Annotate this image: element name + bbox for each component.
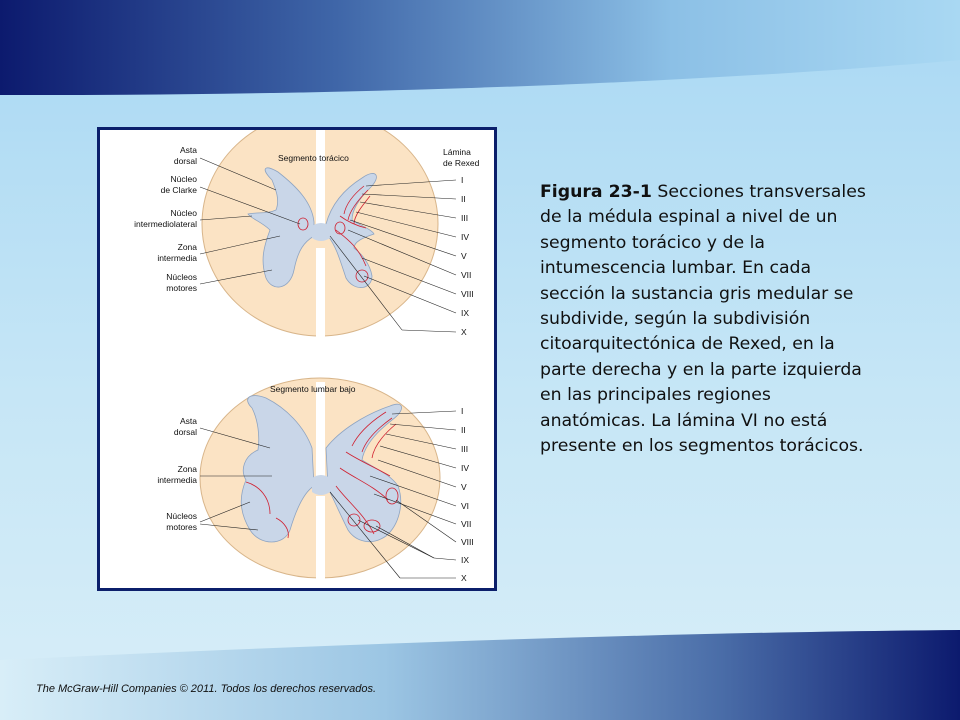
thoracic-label-clarke: Núcleo (171, 174, 198, 184)
thoracic-lamina-III: III (461, 213, 468, 223)
lumbar-lamina-II: II (461, 425, 466, 435)
lamina-header-line2: de Rexed (443, 158, 480, 168)
thoracic-lamina-VII: VII (461, 270, 471, 280)
thoracic-lamina-IV: IV (461, 232, 469, 242)
thoracic-label-intermediolateral-2: intermediolateral (134, 219, 197, 229)
lumbar-lamina-X: X (461, 573, 467, 583)
top-decorative-band (0, 0, 960, 96)
caption-text: Secciones transversales de la médula esp… (540, 182, 866, 457)
thoracic-lamina-X: X (461, 327, 467, 337)
thoracic-label-intermediolateral: Núcleo (171, 208, 198, 218)
thoracic-label-asta: Asta (180, 145, 197, 155)
thoracic-lamina-V: V (461, 251, 467, 261)
thoracic-label-zona: Zona (178, 242, 198, 252)
thoracic-lamina-VIII: VIII (461, 289, 474, 299)
thoracic-label-zona-2: intermedia (157, 253, 197, 263)
thoracic-lamina-IX: IX (461, 308, 469, 318)
thoracic-lamina-II: II (461, 194, 466, 204)
lumbar-label-motores: Núcleos (166, 511, 197, 521)
thoracic-label-clarke-2: de Clarke (161, 185, 198, 195)
thoracic-lamina-I: I (461, 175, 463, 185)
thoracic-section: Segmento torácico Lámina de Rexed Asta d… (134, 130, 480, 338)
lumbar-label-asta: Asta (180, 416, 197, 426)
thoracic-label-motores: Núcleos (166, 272, 197, 282)
lumbar-label-zona-2: intermedia (157, 475, 197, 485)
figure-caption: Figura 23-1 Secciones transversales de l… (540, 180, 875, 459)
lumbar-lamina-III: III (461, 444, 468, 454)
lumbar-lamina-V: V (461, 482, 467, 492)
lamina-header-line1: Lámina (443, 147, 471, 157)
bottom-decorative-band (0, 630, 960, 720)
lumbar-lamina-IX: IX (461, 555, 469, 565)
lumbar-section: Segmento lumbar bajo Asta dorsal Zona in… (157, 377, 474, 583)
lumbar-lamina-VII: VII (461, 519, 471, 529)
lumbar-label-motores-2: motores (166, 522, 197, 532)
lumbar-lamina-IV: IV (461, 463, 469, 473)
spinal-cord-figure: Segmento torácico Lámina de Rexed Asta d… (97, 127, 497, 591)
lumbar-label-zona: Zona (178, 464, 198, 474)
lumbar-lamina-I: I (461, 406, 463, 416)
copyright-footer: The McGraw-Hill Companies © 2011. Todos … (36, 683, 377, 695)
lumbar-lamina-VI: VI (461, 501, 469, 511)
caption-figure-label: Figura 23-1 (540, 182, 652, 202)
thoracic-title: Segmento torácico (278, 153, 349, 163)
lumbar-lamina-VIII: VIII (461, 537, 474, 547)
thoracic-label-asta-2: dorsal (174, 156, 197, 166)
thoracic-label-motores-2: motores (166, 283, 197, 293)
lumbar-label-asta-2: dorsal (174, 427, 197, 437)
lumbar-title: Segmento lumbar bajo (270, 384, 356, 394)
